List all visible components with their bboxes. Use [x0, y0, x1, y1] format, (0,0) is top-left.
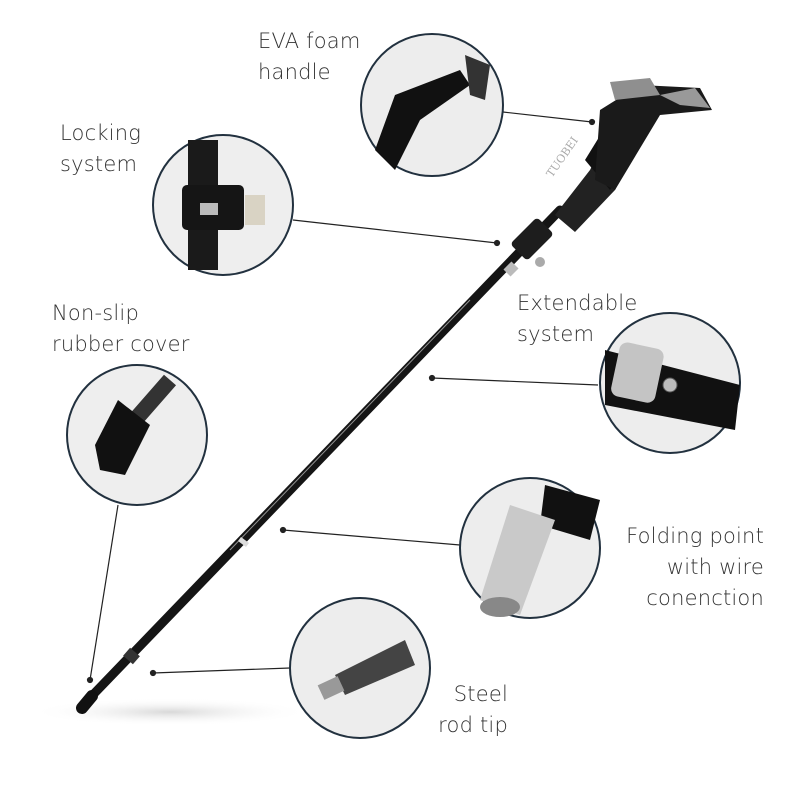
detail-circle-extendable — [599, 312, 741, 454]
label-line: rubber cover — [52, 332, 190, 356]
strap-brand: TUOBEI — [544, 135, 581, 180]
label-nonslip: Non-slip rubber cover — [52, 298, 190, 360]
detail-circle-nonslip — [66, 364, 208, 506]
label-steel-tip: Steel rod tip — [438, 679, 508, 741]
label-extendable: Extendable system — [517, 288, 637, 350]
label-line: Folding point — [626, 524, 764, 548]
detail-circle-locking — [152, 134, 294, 276]
foam-grip — [595, 85, 712, 190]
leader-lines — [86, 111, 599, 684]
label-line: handle — [258, 60, 331, 84]
lock-clamp — [511, 218, 553, 260]
label-line: Steel — [453, 682, 508, 706]
label-folding: Folding point with wire conenction — [626, 521, 764, 614]
label-line: EVA foam — [258, 29, 361, 53]
label-line: Non-slip — [52, 301, 139, 325]
label-line: conenction — [646, 586, 764, 610]
label-line: Locking — [60, 121, 142, 145]
label-line: system — [517, 322, 595, 346]
label-eva-handle: EVA foam handle — [258, 26, 361, 88]
detail-circle-steel-tip — [289, 597, 431, 739]
label-line: Extendable — [517, 291, 638, 315]
detail-circle-folding — [459, 477, 601, 619]
detail-circle-eva-handle — [360, 33, 504, 177]
label-line: rod tip — [438, 713, 508, 737]
label-line: system — [60, 152, 138, 176]
label-line: with wire — [666, 555, 764, 579]
label-locking: Locking system — [60, 118, 141, 180]
floor-shadow — [30, 698, 310, 726]
